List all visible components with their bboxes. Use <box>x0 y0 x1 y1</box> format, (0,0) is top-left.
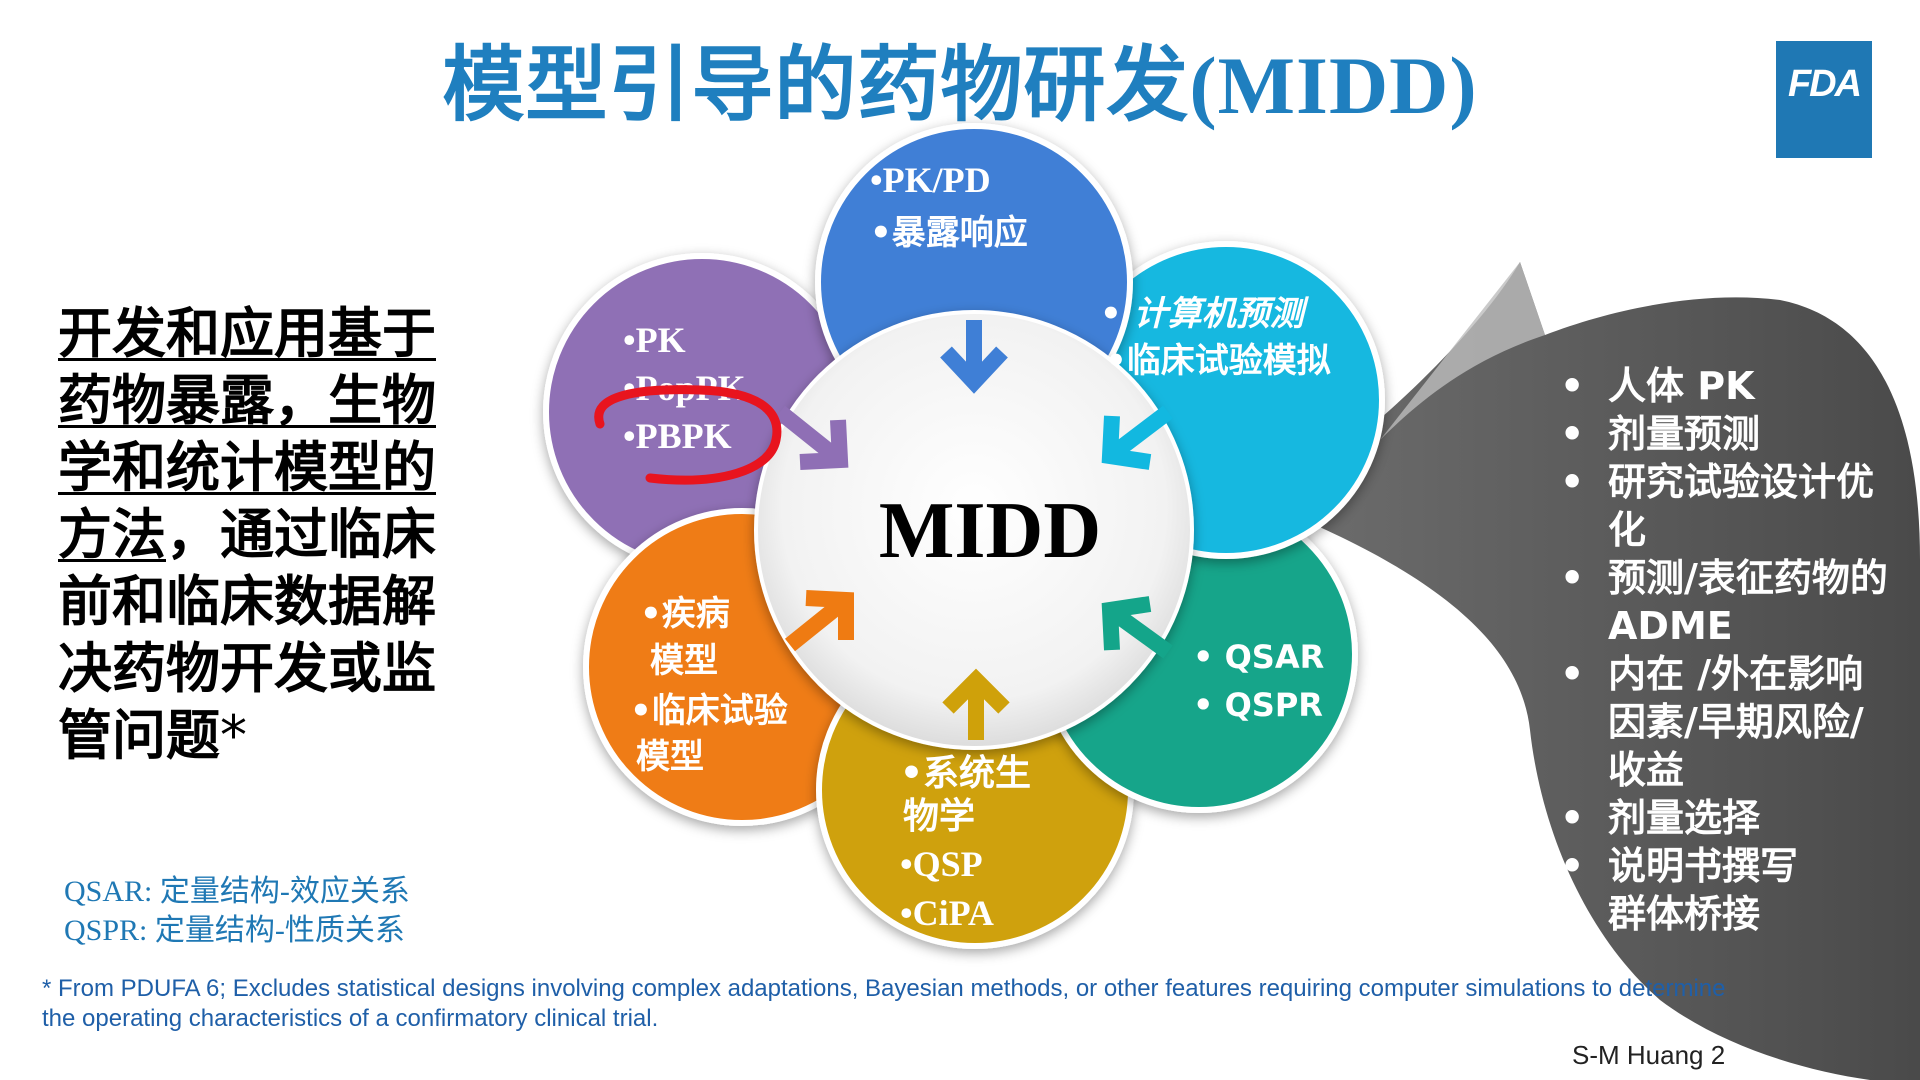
arrow-up-icon <box>942 668 1010 740</box>
claim-line-7: 管问题 <box>58 704 220 767</box>
center-circle <box>754 310 1194 750</box>
petal-bottom-line-2: 物学 <box>903 795 975 837</box>
slide-credit: S-M Huang 2 <box>1572 1040 1726 1070</box>
petal-lower-left-line-4: 模型 <box>636 737 704 777</box>
list-item: •剂量预测 <box>1560 412 1761 456</box>
center-label: MIDD <box>879 487 1101 575</box>
petal-lower-left-line-1: •疾病 <box>640 594 730 634</box>
claim-line-6: 决药物开发或监 <box>58 637 436 700</box>
claim-asterisk: * <box>220 704 247 767</box>
pbpk-highlight-circle <box>594 385 782 485</box>
abbreviation-qspr: QSPR: 定量结构-性质关系 <box>64 914 405 947</box>
arrow-right-down-icon <box>775 405 849 470</box>
petal-right-line-1: • QSAR <box>1193 638 1324 676</box>
claim-text: 开发和应用基于 药物暴露，生物 学和统计模型的 方法，通过临床 前和临床数据解 … <box>58 300 458 769</box>
list-item: •说明书撰写 <box>1560 844 1799 888</box>
applications-list: •人体 PK •剂量预测 •研究试验设计优化 •预测/表征药物的ADME •内在… <box>1560 362 1900 938</box>
petal-upper-left-line-1: •PK <box>623 320 686 360</box>
footnote-line-1: * From PDUFA 6; Excludes statistical des… <box>42 975 1726 1002</box>
petal-bottom-line-4: •CiPA <box>900 893 994 933</box>
claim-line-4a: 方法 <box>58 503 166 566</box>
footnote: * From PDUFA 6; Excludes statistical des… <box>42 974 1862 1034</box>
footnote-line-2: the operating characteristics of a confi… <box>42 1005 659 1032</box>
claim-line-4b: ，通过临床 <box>166 503 436 566</box>
list-item: •群体桥接 <box>1560 892 1761 936</box>
petal-lower-left-line-2: 模型 <box>650 641 718 681</box>
petal-top-line-1: •PK/PD <box>870 160 991 200</box>
list-item: •预测/表征药物的ADME <box>1560 556 1888 648</box>
page-title: 模型引导的药物研发(MIDD) <box>442 38 1478 133</box>
list-item: •人体 PK <box>1560 364 1755 408</box>
claim-line-1: 开发和应用基于 <box>58 302 436 365</box>
petal-upper-left-line-3: •PBPK <box>623 416 732 456</box>
petal-right-line-2: • QSPR <box>1193 686 1323 724</box>
arrow-down-icon <box>940 320 1008 394</box>
claim-line-2: 药物暴露，生物 <box>58 369 436 432</box>
petal-upper-right-line-1: • 计算机预测 <box>1100 294 1310 334</box>
callout-shape <box>1268 262 1920 1080</box>
callout-tip-highlight <box>1380 262 1545 440</box>
petal-bottom-line-3: •QSP <box>900 844 983 884</box>
list-item: •研究试验设计优化 <box>1560 460 1875 552</box>
abbreviation-qsar: QSAR: 定量结构-效应关系 <box>64 875 410 908</box>
arrow-left-down-icon <box>1101 405 1173 470</box>
list-item: •剂量选择 <box>1560 796 1761 840</box>
petal-lower-left-line-3: •临床试验 <box>630 691 788 731</box>
list-item: •内在 /外在影响因素/早期风险/收益 <box>1560 652 1864 792</box>
claim-line-5: 前和临床数据解 <box>58 570 436 633</box>
claim-line-3: 学和统计模型的 <box>58 436 436 499</box>
petal-upper-right-line-2: •临床试验模拟 <box>1105 341 1331 381</box>
petal-top-line-2: •暴露响应 <box>870 213 1028 253</box>
arrow-left-up-icon <box>1101 596 1173 659</box>
fda-logo: FDA <box>1776 41 1872 158</box>
arrow-right-up-icon <box>784 590 854 652</box>
applications-callout <box>1268 262 1920 1080</box>
petal-bottom-line-1: •系统生 <box>900 753 1031 794</box>
